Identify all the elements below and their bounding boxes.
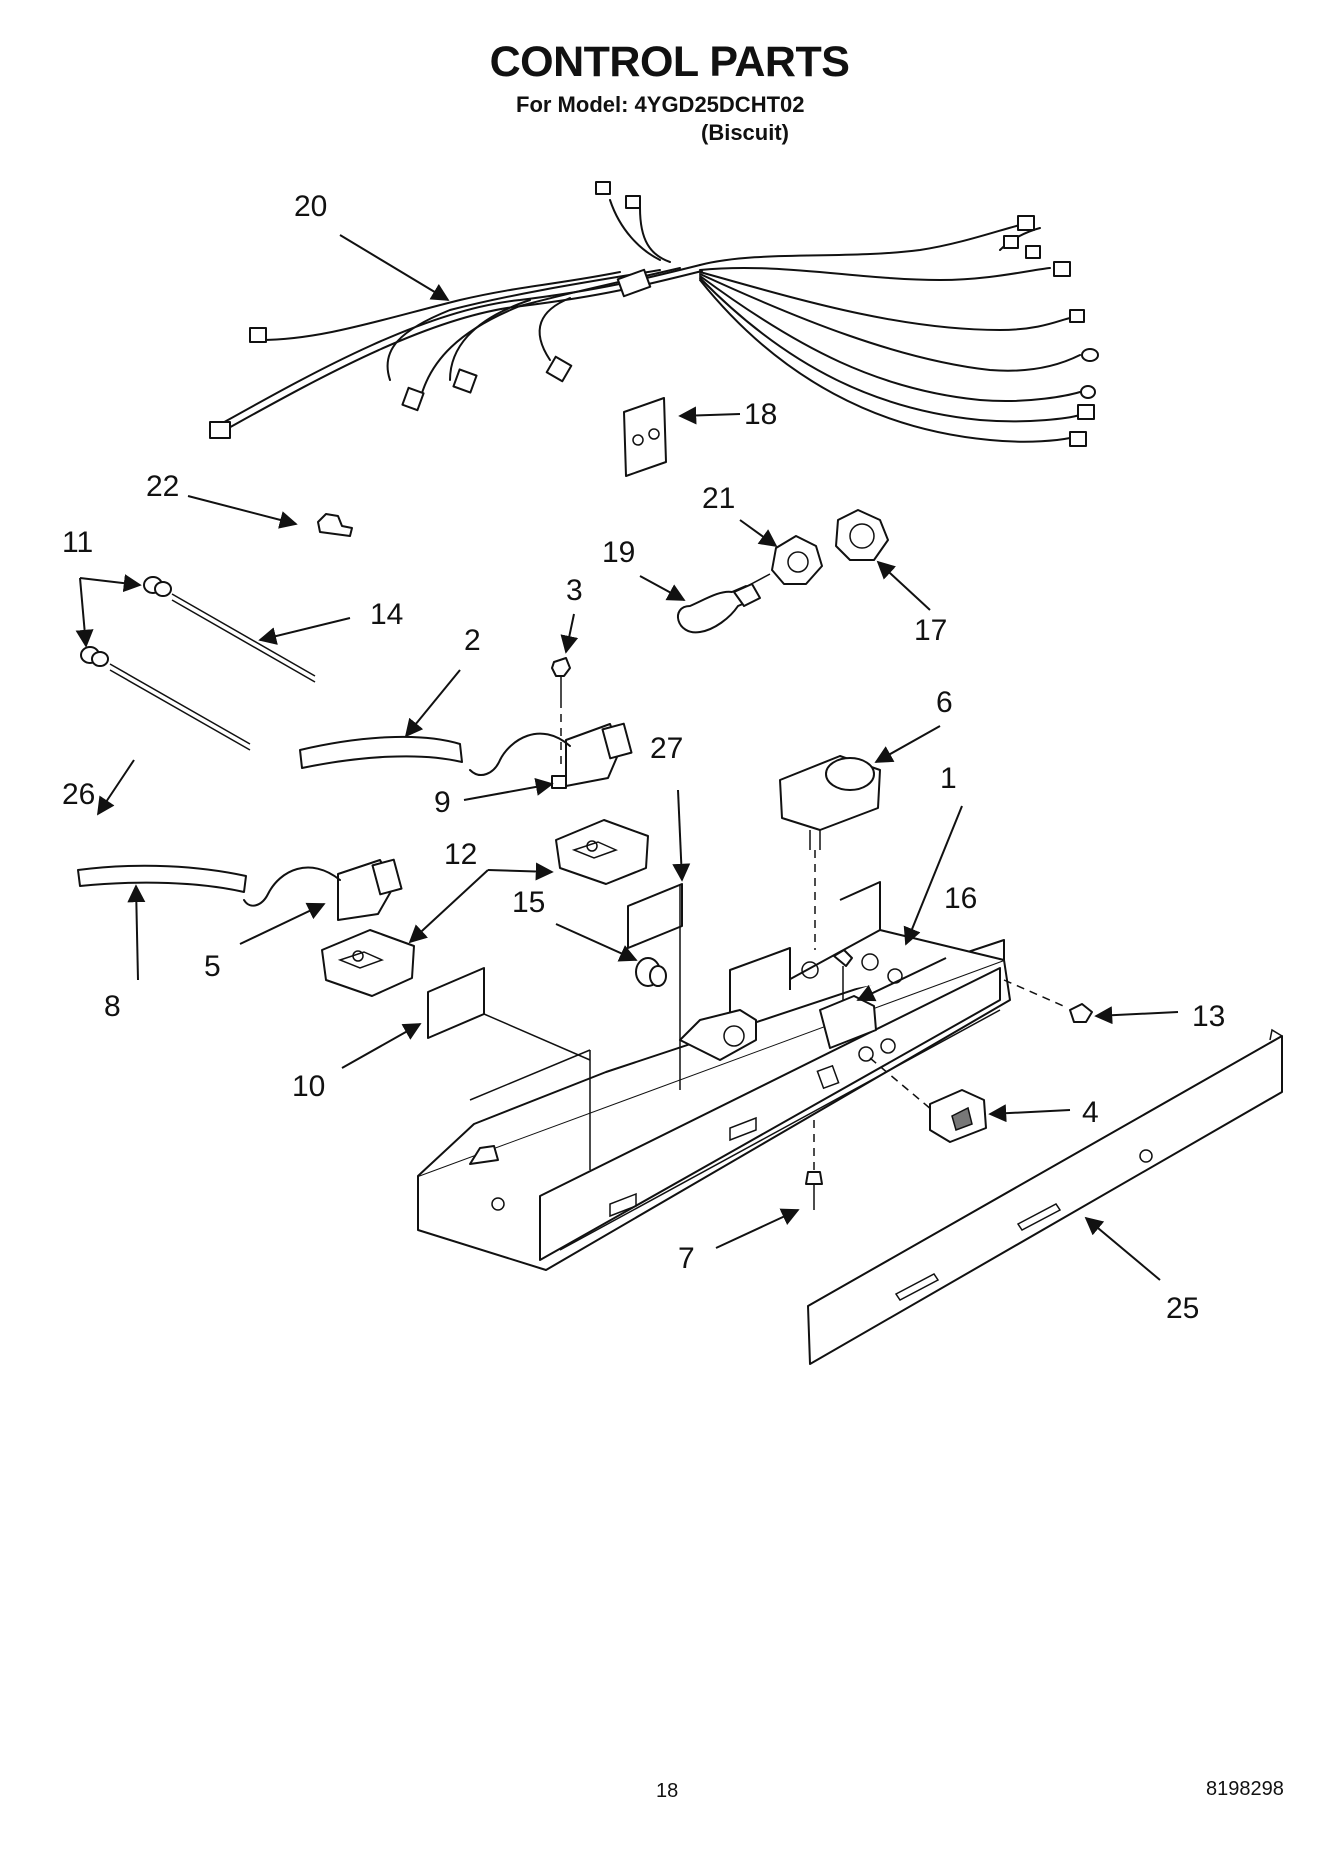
- color-line: (Biscuit): [701, 120, 789, 145]
- model-line: For Model: 4YGD25DCHT02: [516, 92, 805, 117]
- callout-7: 7: [678, 1242, 695, 1275]
- callout-1: 1: [940, 762, 957, 795]
- label-stickers: [427, 883, 683, 1039]
- switch-housings: [321, 819, 649, 997]
- mounting-screw: [805, 1120, 823, 1210]
- callout-16: 16: [944, 882, 977, 915]
- callout-15: 15: [512, 886, 545, 919]
- callout-14: 14: [370, 598, 403, 631]
- wiring-harness: [209, 181, 1099, 447]
- page-number: 18: [656, 1780, 679, 1802]
- callout-21: 21: [702, 482, 735, 515]
- door-switch-upper: [469, 657, 633, 789]
- callout-4: 4: [1082, 1096, 1099, 1129]
- control-housing: [417, 881, 1011, 1271]
- tube-lower: [77, 864, 247, 893]
- callout-numbers: 20 18 22 21 11 19 3 14 17 2 6 27 26 1 9 …: [62, 190, 1225, 1325]
- callout-8: 8: [104, 990, 121, 1023]
- callout-17: 17: [914, 614, 947, 647]
- leader-lines: [75, 234, 1179, 1281]
- callout-2: 2: [464, 624, 481, 657]
- grommet-rods: [80, 576, 316, 751]
- callout-19: 19: [602, 536, 635, 569]
- defrost-timer: [779, 755, 881, 950]
- callout-13: 13: [1192, 1000, 1225, 1033]
- trim-strip: [807, 1028, 1283, 1365]
- document-number: 8198298: [1206, 1778, 1284, 1800]
- callout-20: 20: [294, 190, 327, 223]
- wire-clip: [317, 513, 353, 537]
- callout-9: 9: [434, 786, 451, 819]
- callout-3: 3: [566, 574, 583, 607]
- side-screw: [1003, 979, 1093, 1023]
- cam-screw: [833, 949, 853, 1000]
- insulator-plate: [623, 397, 667, 477]
- housing-plug: [635, 957, 667, 987]
- callout-27: 27: [650, 732, 683, 765]
- door-switch-lower: [243, 858, 403, 921]
- callout-25: 25: [1166, 1292, 1199, 1325]
- callout-11: 11: [62, 526, 93, 559]
- lamp-assembly: [677, 509, 889, 634]
- callout-26: 26: [62, 778, 95, 811]
- callout-6: 6: [936, 686, 953, 719]
- callout-12: 12: [444, 838, 477, 871]
- callout-22: 22: [146, 470, 179, 503]
- tube-upper: [299, 735, 463, 769]
- page-title: CONTROL PARTS: [489, 38, 850, 86]
- callout-5: 5: [204, 950, 221, 983]
- callout-10: 10: [292, 1070, 325, 1103]
- callout-18: 18: [744, 398, 777, 431]
- rocker-switch: [869, 1057, 987, 1143]
